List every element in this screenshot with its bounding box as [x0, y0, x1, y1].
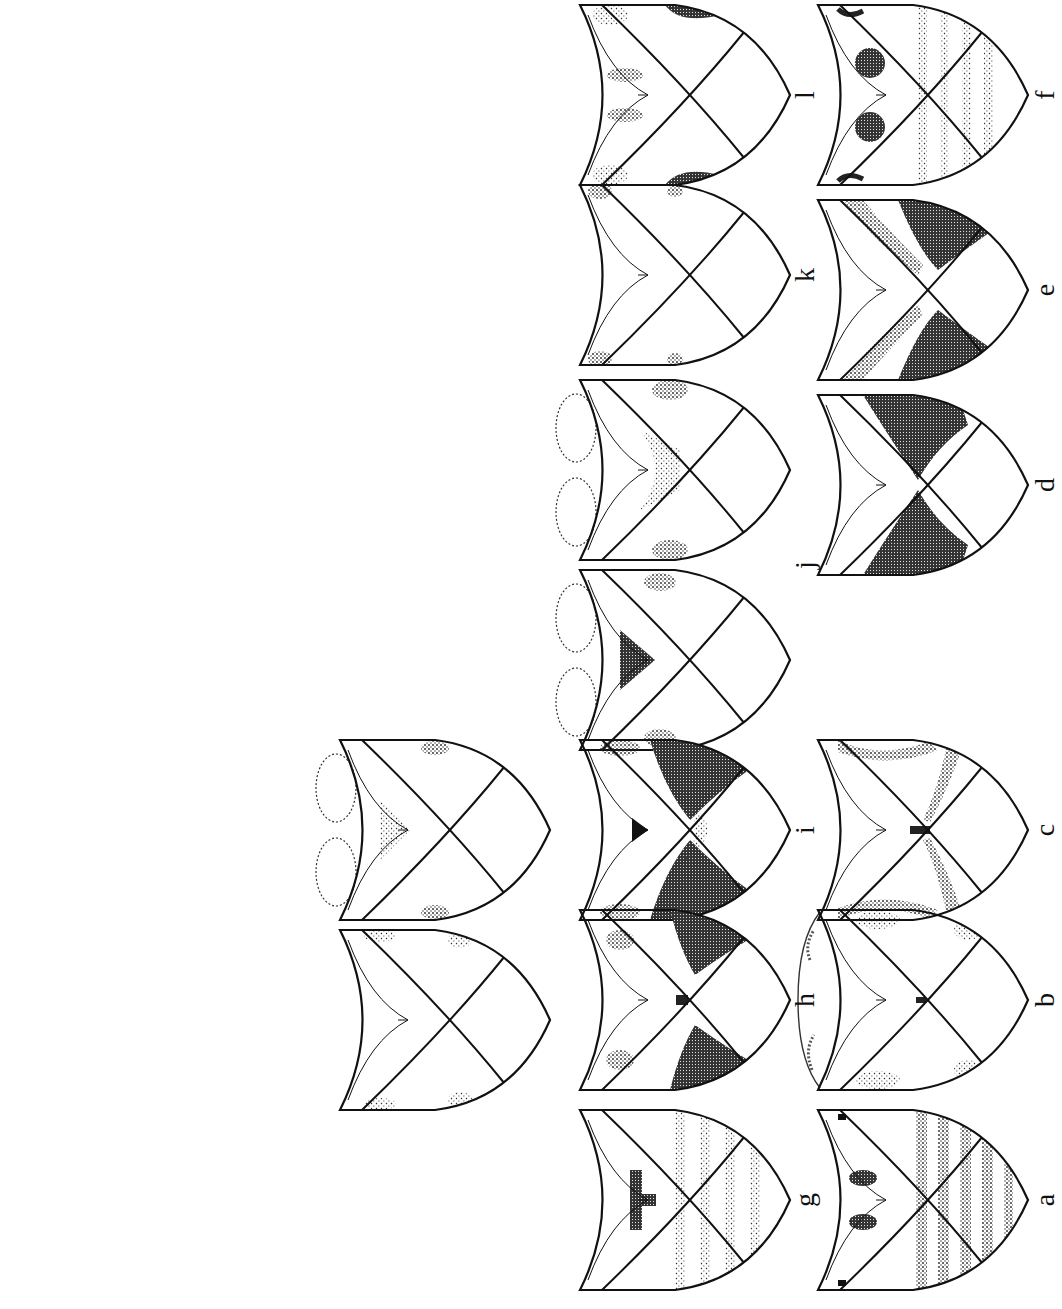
pattern-a: [818, 1110, 1028, 1290]
panel-letter: d: [1031, 478, 1059, 492]
panel-letter: i: [791, 826, 819, 834]
pattern-d: [818, 395, 1028, 575]
pattern-h: [580, 910, 790, 1090]
panel-letter: g: [791, 1193, 819, 1207]
pattern-extra-plain: [340, 930, 550, 1110]
panel-letter: b: [1031, 993, 1059, 1007]
pattern-l: [580, 5, 790, 185]
pattern-k: [580, 183, 790, 367]
pattern-b: [798, 910, 1028, 1090]
panel-letter: h: [791, 993, 819, 1007]
pattern-g: [580, 1110, 790, 1290]
pattern-f: [818, 5, 1028, 185]
pattern-e: [818, 200, 1028, 380]
panel-letter: f: [1031, 90, 1059, 99]
pattern-j1: [556, 380, 790, 560]
pattern-j2: [556, 570, 790, 750]
panel-letter: k: [791, 268, 819, 282]
pattern-c: [818, 740, 1028, 920]
pattern-i: [580, 740, 790, 920]
panel-letter: j: [791, 561, 819, 569]
pattern-extra-ovals: [316, 740, 550, 920]
panel-letter: a: [1031, 1194, 1059, 1206]
panel-letter: c: [1031, 824, 1059, 836]
panel-letter: e: [1031, 284, 1059, 296]
panel-letter: l: [791, 91, 819, 99]
